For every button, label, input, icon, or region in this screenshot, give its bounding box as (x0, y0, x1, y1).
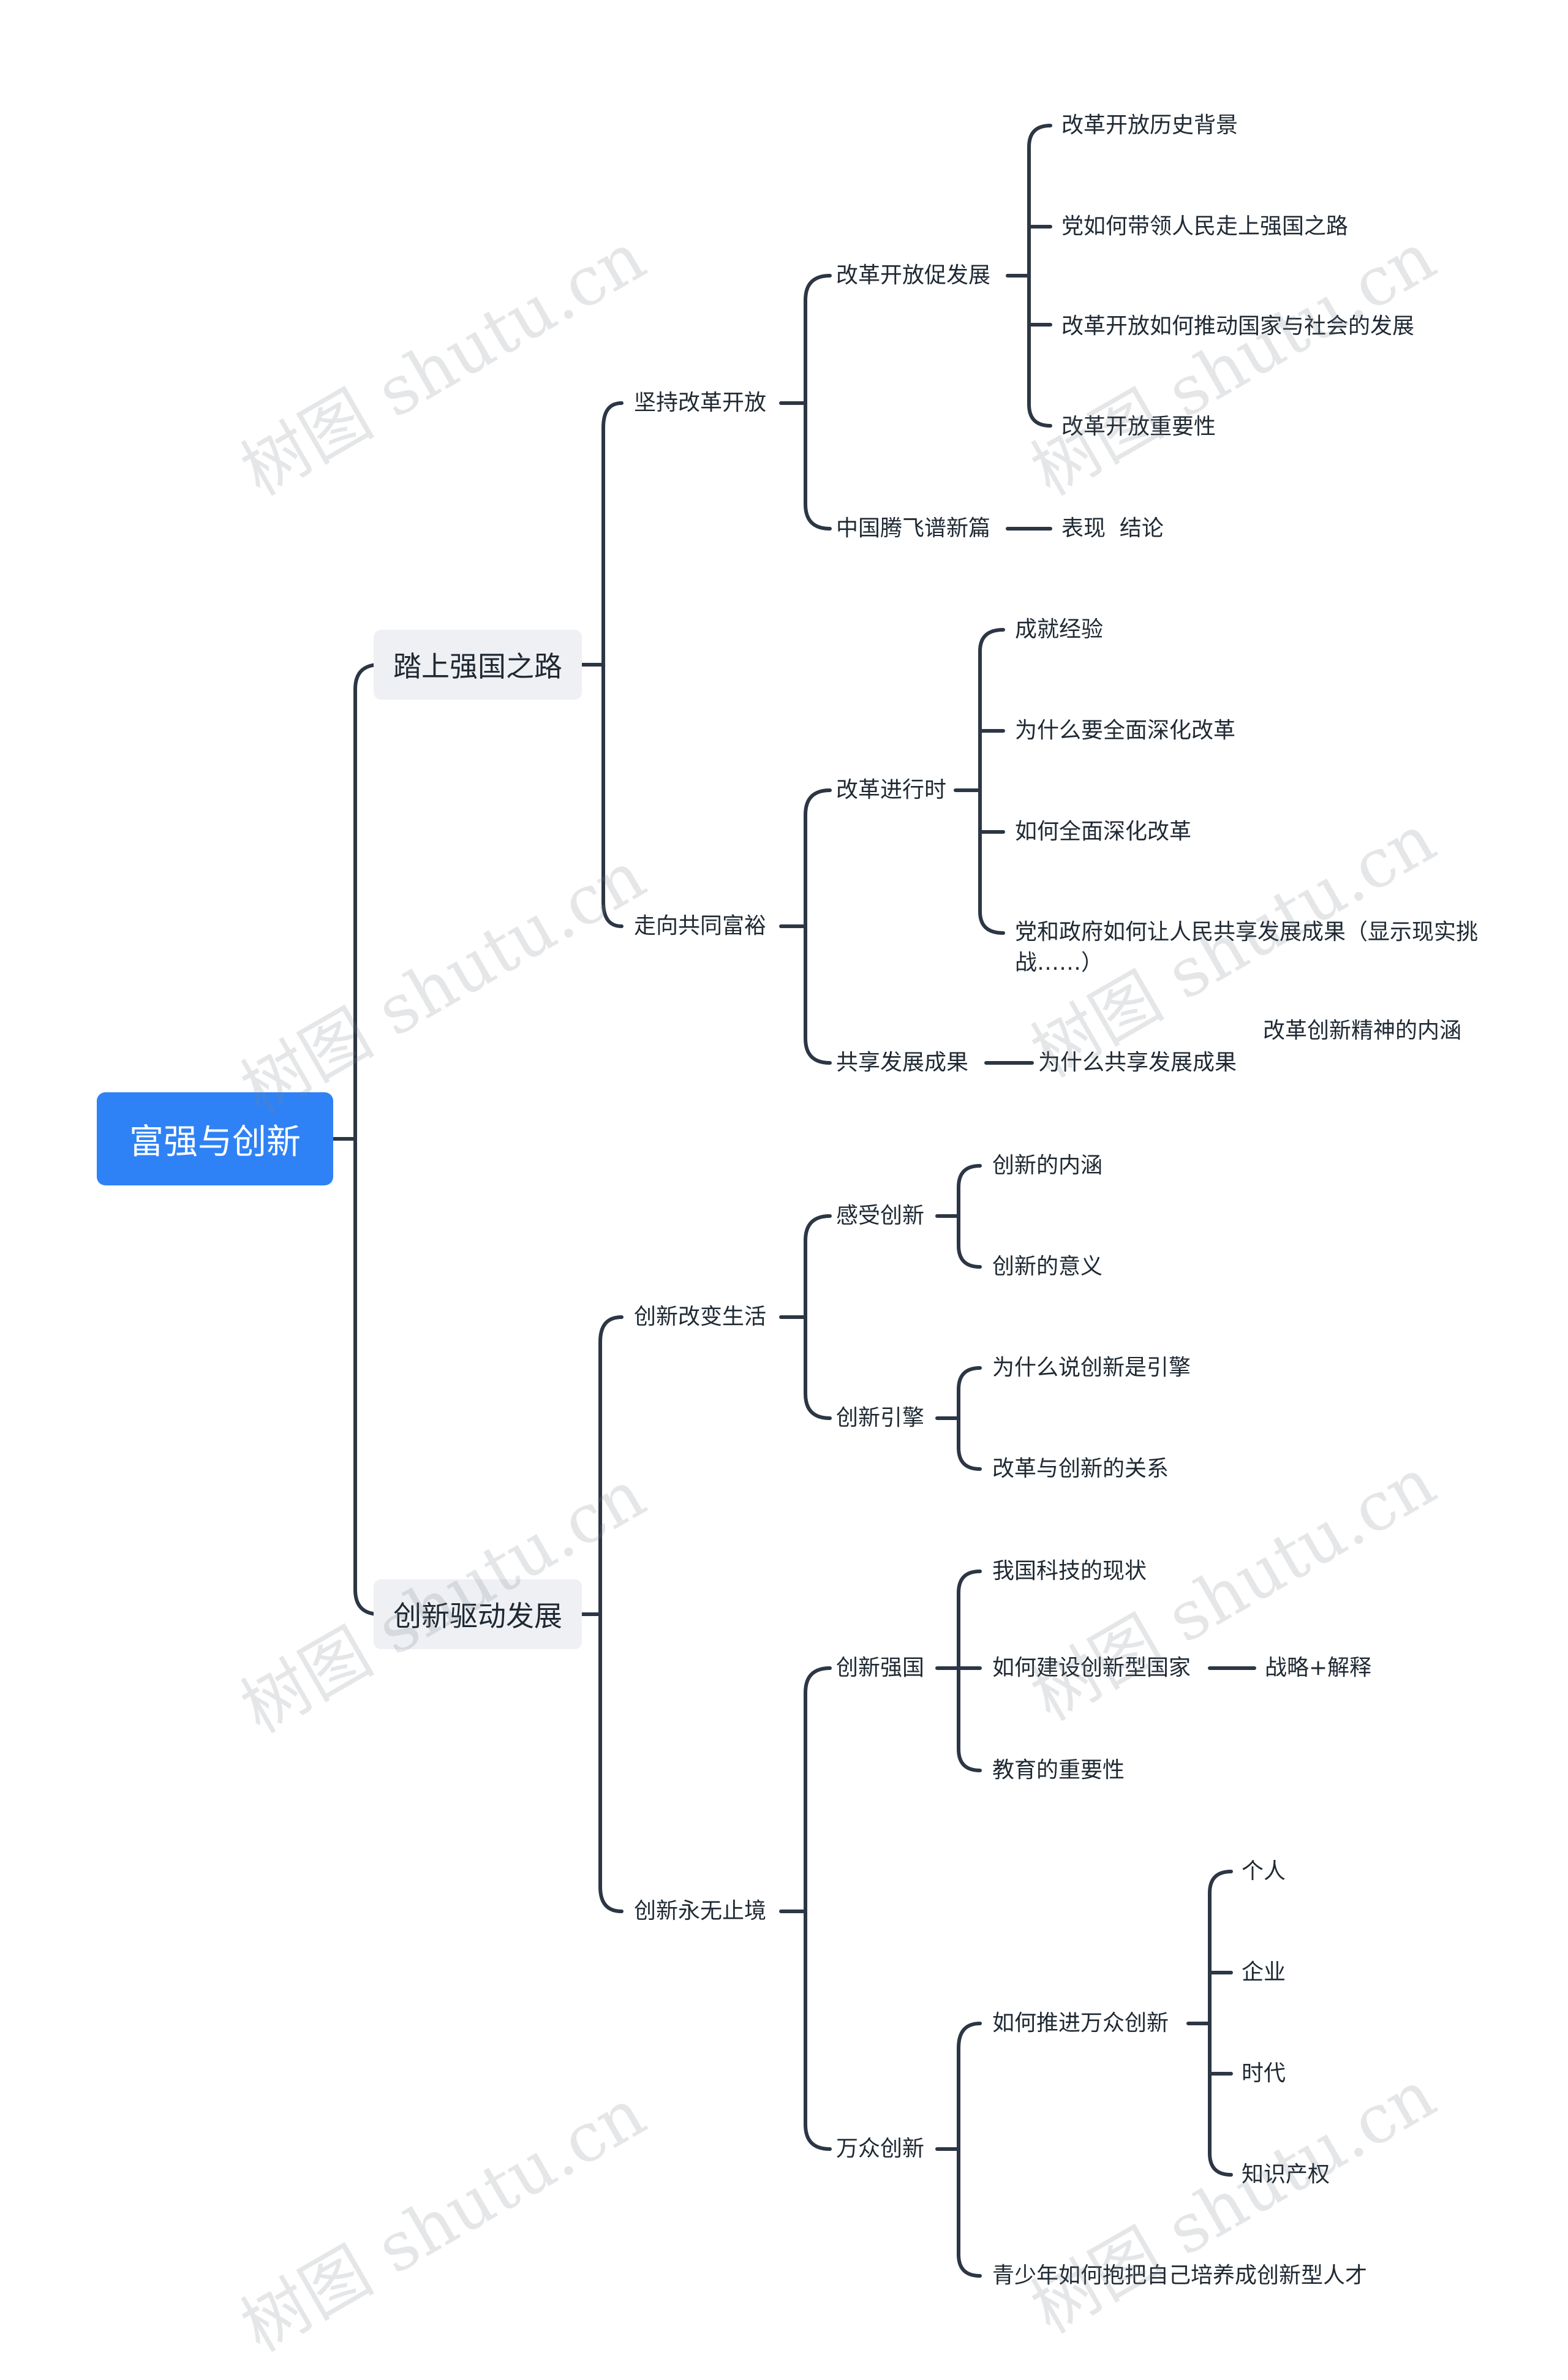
edge-s1-children (779, 274, 832, 531)
edge-s2-children (779, 788, 832, 1065)
edge-branch1-subs (580, 401, 624, 928)
leaf-node[interactable]: 为什么要全面深化改革 (1015, 718, 1236, 743)
leaf-node[interactable]: 如何全面深化改革 (1015, 819, 1192, 844)
leaf-node[interactable]: 改革开放如何推动国家与社会的发展 (1061, 314, 1415, 339)
root-node[interactable]: 富强与创新 (97, 1092, 333, 1185)
edge-b2s2a-items (935, 1570, 982, 1772)
topic-node[interactable]: 创新引擎 (836, 1405, 925, 1430)
edge-b2s1a-items (935, 1164, 982, 1269)
edge-b2s2b-items (935, 2022, 982, 2278)
leaf-node[interactable]: 党如何带领人民走上强国之路 (1061, 214, 1349, 239)
topic-node[interactable]: 改革开放促发展 (836, 263, 991, 288)
topic-node[interactable]: 坚持改革开放 (634, 390, 767, 415)
leaf-node[interactable]: 如何建设创新型国家 (992, 1655, 1191, 1680)
leaf-node[interactable]: 青少年如何抱把自己培养成创新型人才 (992, 2263, 1368, 2288)
leaf-node[interactable]: 成就经验 (1015, 617, 1104, 642)
topic-node[interactable]: 创新永无止境 (634, 1898, 767, 1924)
topic-node[interactable]: 万众创新 (836, 2136, 925, 2161)
edge-b2s2b-c1-items (1186, 1870, 1233, 2177)
topic-node[interactable]: 走向共同富裕 (634, 913, 767, 939)
topic-node[interactable]: 改革进行时 (836, 777, 947, 803)
edge-b2s1b-items (935, 1366, 982, 1471)
leaf-node[interactable]: 改革开放重要性 (1061, 414, 1216, 439)
topic-node[interactable]: 创新强国 (836, 1655, 925, 1680)
edge-s2a-items (954, 628, 1005, 935)
leaf-node[interactable]: 表现 结论 (1061, 516, 1164, 541)
edge-b2s2-children (779, 1666, 832, 2151)
edge-branch2-subs (580, 1315, 624, 1913)
topic-node[interactable]: 中国腾飞谱新篇 (836, 516, 991, 541)
leaf-node[interactable]: 党和政府如何让人民共享发展成果（显示现实挑战……） (1015, 920, 1479, 975)
leaf-node[interactable]: 企业 (1242, 1960, 1286, 1985)
branch-node-1[interactable]: 踏上强国之路 (374, 630, 582, 700)
leaf-node[interactable]: 为什么共享发展成果 (1038, 1050, 1237, 1075)
leaf-node[interactable]: 创新的内涵 (992, 1153, 1103, 1178)
leaf-node[interactable]: 战略+解释 (1265, 1655, 1372, 1680)
leaf-node[interactable]: 改革与创新的关系 (992, 1456, 1169, 1481)
leaf-node[interactable]: 为什么说创新是引擎 (992, 1355, 1191, 1380)
edge-b2s1-children (779, 1214, 832, 1420)
topic-node[interactable]: 感受创新 (836, 1203, 925, 1228)
edge-s1a-items (1006, 124, 1052, 428)
leaf-node[interactable]: 创新的意义 (992, 1254, 1103, 1279)
topic-node[interactable]: 如何推进万众创新 (992, 2011, 1169, 2036)
branch-node-2[interactable]: 创新驱动发展 (374, 1579, 582, 1649)
leaf-node[interactable]: 我国科技的现状 (992, 1558, 1147, 1584)
topic-node[interactable]: 创新改变生活 (634, 1304, 767, 1329)
leaf-node[interactable]: 时代 (1242, 2061, 1286, 2086)
leaf-node[interactable]: 知识产权 (1242, 2162, 1330, 2187)
leaf-node[interactable]: 个人 (1242, 1859, 1286, 1884)
topic-node[interactable]: 共享发展成果 (836, 1050, 969, 1075)
leaf-node[interactable]: 教育的重要性 (992, 1758, 1125, 1783)
floating-note[interactable]: 改革创新精神的内涵 (1263, 1018, 1462, 1043)
leaf-node[interactable]: 改革开放历史背景 (1061, 113, 1238, 138)
edge-root-branches (331, 663, 382, 1616)
